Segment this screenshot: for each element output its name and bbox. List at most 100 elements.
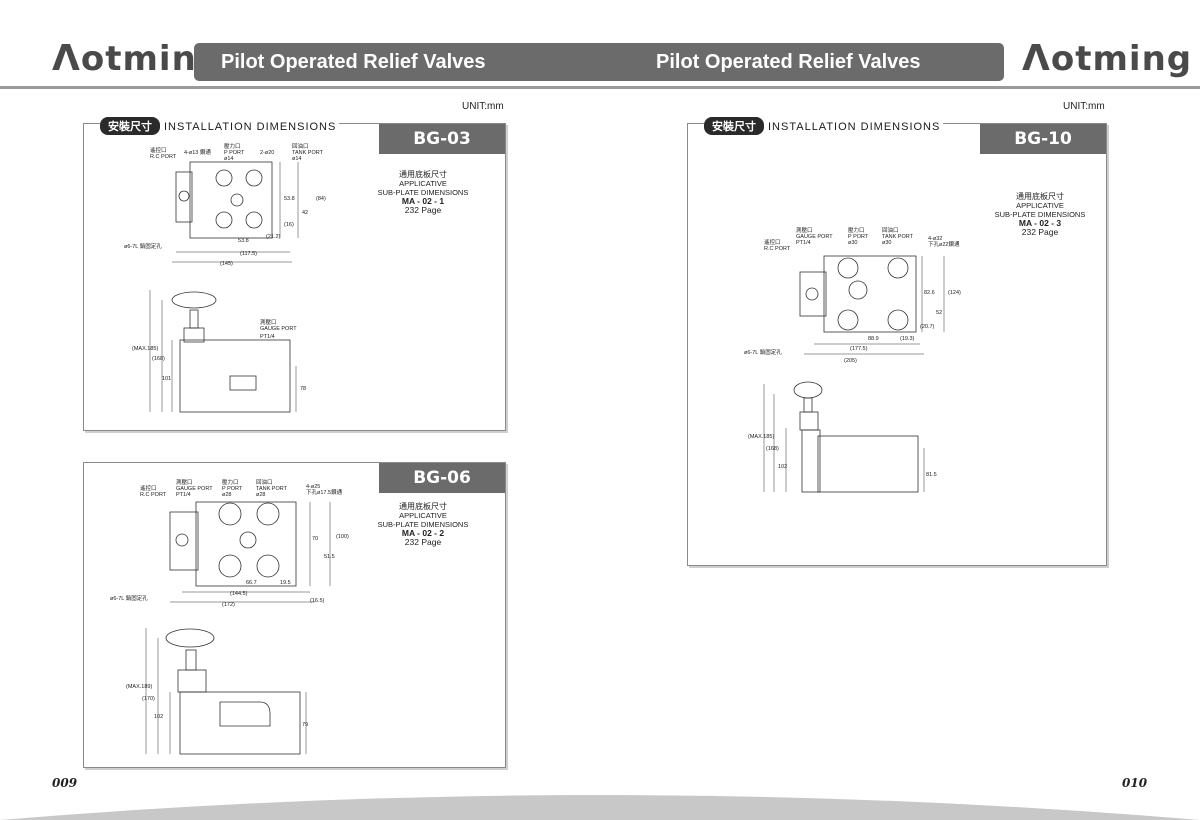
dim: 53.8: [238, 238, 249, 244]
p-port-hole: [218, 502, 242, 526]
dim: (144.5): [230, 591, 248, 597]
center-port: [230, 193, 244, 207]
dim: 81.5: [926, 472, 937, 478]
subplate-ref-bg06: 通用底板尺寸 APPLICATIVE SUB-PLATE DIMENSIONS …: [368, 502, 478, 547]
center-port: [239, 531, 257, 549]
t-port-dia: ø30: [882, 240, 891, 246]
handwheel: [171, 291, 217, 309]
page-title-left: Pilot Operated Relief Valves: [221, 51, 486, 73]
page-title-right: Pilot Operated Relief Valves: [656, 51, 921, 73]
t-port-label: TANK PORT: [256, 486, 288, 492]
bonnet: [799, 411, 819, 431]
footer-arc: [0, 795, 1200, 820]
t-port-dia: ø14: [292, 156, 301, 162]
subplate-page: 232 Page: [1021, 227, 1059, 237]
subplate-en2: SUB-PLATE DIMENSIONS: [377, 188, 469, 197]
dim: (16): [284, 222, 294, 228]
pilot-head-side: [801, 429, 821, 493]
rc-port-label: R.C PORT: [150, 154, 177, 160]
pilot-head: [169, 511, 199, 571]
model-badge: BG-10: [980, 124, 1106, 154]
subplate-en1: APPLICATIVE: [399, 179, 447, 188]
subplate-en2: SUB-PLATE DIMENSIONS: [377, 520, 469, 529]
dim: 53.8: [284, 196, 295, 202]
dim: (MAX.189): [126, 684, 152, 690]
p-port-dia: ø14: [224, 156, 233, 162]
rc-port-zh: 遙控口: [764, 238, 781, 246]
gauge-thread: PT1/4: [260, 334, 275, 340]
bolt-hole: [256, 554, 280, 578]
bolt-label: 4-ø13 鑽通: [184, 148, 211, 156]
dim: 88.9: [868, 336, 879, 342]
page-number-right: 010: [1122, 776, 1148, 790]
p-port-hole: [837, 257, 859, 279]
dim: 79: [302, 722, 308, 728]
pilot-head: [799, 271, 827, 317]
bolt-hole: [887, 309, 909, 331]
subplate-ref-bg10: 通用底板尺寸 APPLICATIVE SUB-PLATE DIMENSIONS …: [985, 192, 1095, 237]
dim: 102: [154, 714, 163, 720]
dim: (20.7): [920, 324, 935, 330]
subplate-en2: SUB-PLATE DIMENSIONS: [994, 210, 1086, 219]
pin-label: ø6-7L 銷固定孔: [124, 242, 162, 250]
dim: (124): [948, 290, 961, 296]
subplate-en1: APPLICATIVE: [1016, 201, 1064, 210]
adjust-knob: [805, 287, 819, 301]
bolt-label: 4-ø32: [928, 236, 942, 242]
dim: (84): [316, 196, 326, 202]
bonnet: [177, 669, 207, 693]
dim: (172): [222, 602, 235, 608]
t-port-label: TANK PORT: [292, 150, 324, 156]
valve-body-side: [817, 435, 919, 493]
gauge-thread: PT1/4: [176, 492, 191, 498]
subplate-page: 232 Page: [404, 205, 442, 215]
pilot-head: [175, 171, 193, 223]
logo-mark: Λ: [1022, 38, 1051, 79]
dim: (168): [766, 446, 779, 452]
valve-body-top: [823, 255, 917, 333]
dim: (145): [220, 261, 233, 267]
gauge-thread: PT1/4: [796, 240, 811, 246]
p-port-zh: 壓力口: [224, 142, 241, 150]
dim: 101: [162, 376, 171, 382]
bolt-hole: [837, 309, 859, 331]
drawing-bg10: 遙控口 R.C PORT 測壓口 GAUGE PORT PT1/4 壓力口 P …: [744, 226, 961, 493]
p-port-label: P PORT: [222, 486, 243, 492]
stem: [185, 649, 197, 671]
dim: (16.5): [310, 598, 325, 604]
bolt-label: 4-ø25: [306, 484, 320, 490]
dim: 42: [302, 210, 308, 216]
subplate-model: MA - 02 - 1: [401, 196, 445, 206]
nameplate: [229, 375, 257, 391]
p-port-hole: [215, 169, 233, 187]
logo-mark: Λ: [52, 38, 81, 79]
adjust-knob: [178, 190, 190, 202]
drawing-bg03: 4-ø13 鑽通 遙控口 R.C PORT 壓力口 P PORT ø14 2-ø…: [124, 142, 326, 413]
p-port-label: P PORT: [848, 234, 869, 240]
p-port-label: P PORT: [224, 150, 245, 156]
dim: (177.5): [850, 346, 868, 352]
rc-port-label: R.C PORT: [764, 246, 791, 252]
bolt-hole: [215, 211, 233, 229]
subplate-ref-bg03: 通用底板尺寸 APPLICATIVE SUB-PLATE DIMENSIONS …: [368, 170, 478, 215]
valve-body-side: [179, 339, 291, 413]
rc-port-zh: 遙控口: [150, 146, 167, 154]
gauge-label: GAUGE PORT: [176, 486, 213, 492]
subplate-page: 232 Page: [404, 537, 442, 547]
dim: 102: [778, 464, 787, 470]
t-port-zh: 回油口: [292, 142, 309, 150]
adjust-knob: [175, 533, 189, 547]
dim: (117.5): [240, 251, 257, 257]
t-port-hole: [256, 502, 280, 526]
gauge-label: GAUGE PORT: [260, 326, 297, 332]
subplate-zh: 通用底板尺寸: [1016, 192, 1064, 201]
dim: (205): [844, 358, 857, 364]
brand-logo-right: Λotming: [1022, 38, 1192, 79]
panel-bg03: BG-03: [83, 123, 506, 431]
handwheel: [165, 628, 215, 648]
drawing-bg06: 遙控口 R.C PORT 測壓口 GAUGE PORT PT1/4 壓力口 P …: [110, 478, 349, 755]
bolt2-label: 下孔ø17.5鑽通: [306, 488, 343, 496]
section-label-zh: 安裝尺寸: [704, 117, 764, 135]
bolt-hole: [245, 211, 263, 229]
section-label-zh: 安裝尺寸: [100, 117, 160, 135]
